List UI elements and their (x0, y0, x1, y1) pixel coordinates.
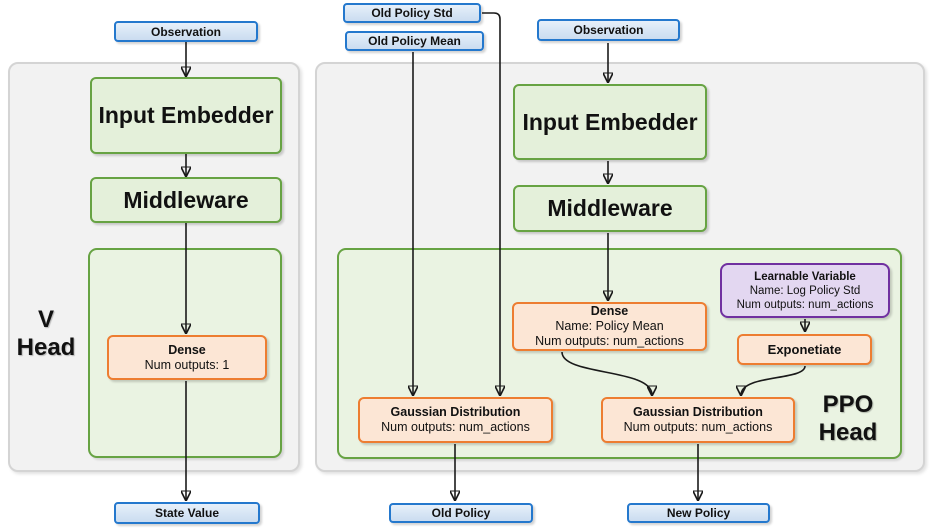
ppo-middleware-node: Middleware (513, 185, 707, 232)
v-input-embedder-node: Input Embedder (90, 77, 282, 154)
old-policy-mean-node: Old Policy Mean (345, 31, 484, 51)
gaussian-old-outputs: Num outputs: num_actions (381, 420, 530, 434)
ppo-input-embedder-node: Input Embedder (513, 84, 707, 160)
gaussian-distribution-new-node: Gaussian Distribution Num outputs: num_a… (601, 397, 795, 443)
policy-mean-dense-name: Name: Policy Mean (555, 319, 664, 333)
ppo-head-label: PPO Head (805, 391, 891, 447)
ppo-observation-node: Observation (537, 19, 680, 41)
v-head-label-line1: V (37, 306, 54, 333)
new-policy-output-node: New Policy (627, 503, 770, 523)
v-observation-node: Observation (114, 21, 258, 42)
v-dense-outputs: Num outputs: 1 (144, 357, 230, 372)
old-policy-output-node: Old Policy (389, 503, 533, 523)
v-dense-node: Dense Num outputs: 1 (107, 335, 267, 380)
gaussian-distribution-old-node: Gaussian Distribution Num outputs: num_a… (358, 397, 553, 443)
learnable-variable-name: Name: Log Policy Std (749, 284, 861, 297)
state-value-node: State Value (114, 502, 260, 524)
v-dense-title: Dense (168, 342, 206, 357)
v-head-label: V Head (8, 306, 84, 362)
ppo-head-label-line2: Head (818, 419, 878, 446)
policy-mean-dense-title: Dense (590, 304, 629, 318)
v-head-label-line2: Head (16, 334, 76, 361)
policy-mean-dense-outputs: Num outputs: num_actions (535, 334, 684, 348)
gaussian-new-outputs: Num outputs: num_actions (623, 420, 773, 434)
exponetiate-node: Exponetiate (737, 334, 872, 365)
gaussian-new-title: Gaussian Distribution (633, 405, 763, 419)
old-policy-std-node: Old Policy Std (343, 3, 481, 23)
ppo-head-label-line1: PPO (822, 391, 874, 418)
gaussian-old-title: Gaussian Distribution (390, 405, 521, 419)
v-middleware-node: Middleware (90, 177, 282, 223)
learnable-variable-outputs: Num outputs: num_actions (736, 298, 874, 311)
learnable-variable-node: Learnable Variable Name: Log Policy Std … (720, 263, 890, 318)
learnable-variable-title: Learnable Variable (754, 270, 856, 283)
policy-mean-dense-node: Dense Name: Policy Mean Num outputs: num… (512, 302, 707, 351)
